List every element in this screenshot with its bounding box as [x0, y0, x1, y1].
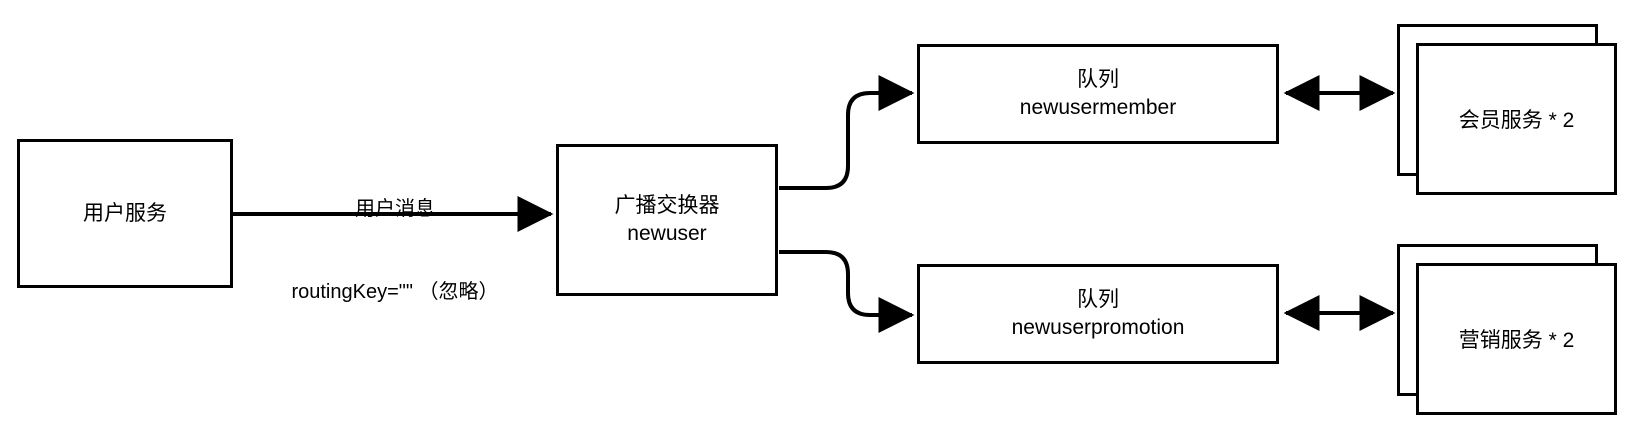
- edge-label-line2: routingKey="" （忽略）: [291, 280, 499, 303]
- consumer-promotion-front-plate[interactable]: 营销服务 * 2: [1416, 263, 1617, 415]
- node-consumer-member-label: 会员服务 * 2: [1458, 109, 1575, 132]
- node-queue-member-label-line1: 队列: [1077, 68, 1119, 92]
- node-producer-user-service[interactable]: 用户服务: [17, 139, 233, 288]
- node-queue-promotion-label-line1: 队列: [1077, 288, 1119, 312]
- node-queue-newuserpromotion[interactable]: 队列 newuserpromotion: [917, 264, 1279, 364]
- node-exchange-label-line2: newuser: [627, 222, 707, 245]
- edge-exchange-to-queue-promotion: [779, 250, 915, 333]
- node-consumer-promotion-label: 营销服务 * 2: [1458, 329, 1575, 352]
- node-consumer-promotion-service[interactable]: 营销服务 * 2: [1397, 244, 1617, 415]
- node-queue-promotion-label-line2: newuserpromotion: [1011, 316, 1185, 339]
- node-queue-newusermember[interactable]: 队列 newusermember: [917, 44, 1279, 144]
- edge-label-line1: 用户消息: [355, 198, 435, 221]
- node-exchange-label-line1: 广播交换器: [614, 194, 720, 218]
- edge-exchange-to-queue-member: [779, 75, 915, 190]
- node-queue-member-label-line2: newusermember: [1019, 96, 1177, 119]
- node-consumer-member-service[interactable]: 会员服务 * 2: [1397, 24, 1617, 195]
- node-exchange-fanout[interactable]: 广播交换器 newuser: [556, 144, 778, 296]
- node-producer-label: 用户服务: [83, 201, 167, 225]
- edge-label-user-message: 用户消息 routingKey="" （忽略）: [255, 141, 535, 362]
- consumer-member-front-plate[interactable]: 会员服务 * 2: [1416, 43, 1617, 195]
